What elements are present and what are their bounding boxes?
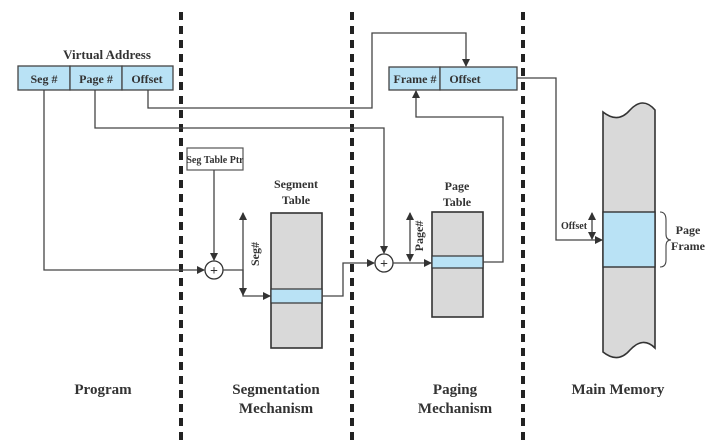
page-frame bbox=[602, 211, 656, 268]
page-frame-brace bbox=[659, 211, 672, 268]
section-paging-1: Paging bbox=[433, 382, 478, 398]
page-table-entry bbox=[431, 255, 484, 269]
segment-table-title-2: Table bbox=[282, 193, 311, 207]
seg-table-ptr-box bbox=[186, 147, 244, 171]
page-table-to-frame bbox=[412, 90, 504, 263]
memory-offset-label: Offset bbox=[561, 221, 588, 232]
physical-offset-field: Offset bbox=[449, 72, 480, 86]
segment-table-entry bbox=[270, 288, 323, 304]
page-frame-label-1: Page bbox=[676, 223, 701, 237]
offset-field: Offset bbox=[131, 72, 162, 86]
adder-symbol: + bbox=[380, 257, 388, 272]
offset-to-memory bbox=[517, 77, 603, 244]
segment-to-adder2 bbox=[322, 259, 375, 297]
section-program: Program bbox=[74, 382, 132, 398]
page-number-connector bbox=[94, 90, 388, 254]
adder-to-segment-table bbox=[223, 269, 271, 300]
virtual-address-box: Seg # Page # Offset bbox=[17, 65, 174, 91]
seg-number-connector bbox=[43, 90, 205, 274]
segment-table bbox=[270, 212, 323, 349]
seg-field: Seg # bbox=[31, 72, 58, 86]
page-table-title-2: Table bbox=[443, 195, 472, 209]
seg-index-label: Seg# bbox=[248, 242, 262, 266]
physical-address-box: Frame # Offset bbox=[388, 66, 518, 91]
section-main-memory: Main Memory bbox=[572, 382, 665, 398]
page-table-title-1: Page bbox=[445, 179, 470, 193]
offset-connector bbox=[147, 32, 470, 109]
virtual-address-title: Virtual Address bbox=[63, 47, 151, 62]
frame-field: Frame # bbox=[394, 72, 437, 86]
section-segmentation-2: Mechanism bbox=[239, 401, 314, 417]
page-frame-label-2: Frame bbox=[671, 239, 706, 253]
page-field: Page # bbox=[79, 72, 113, 86]
page-index-label: Page# bbox=[412, 221, 426, 252]
adder-symbol: + bbox=[210, 264, 218, 279]
section-segmentation-1: Segmentation bbox=[232, 382, 320, 398]
segment-table-title-1: Segment bbox=[274, 177, 318, 191]
section-paging-2: Mechanism bbox=[418, 401, 493, 417]
seg-table-ptr-label: Seg Table Ptr bbox=[186, 155, 244, 166]
